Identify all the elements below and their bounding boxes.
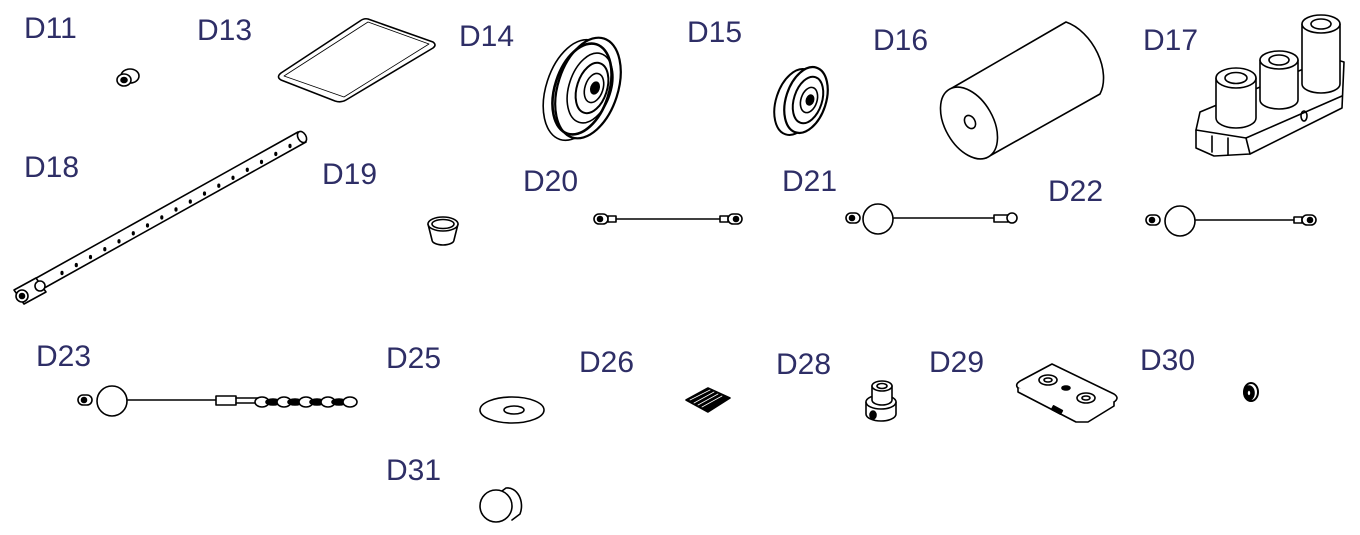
part-d17-block bbox=[1196, 15, 1344, 156]
bar-hole bbox=[202, 191, 207, 196]
part-d14-large-pulley bbox=[531, 29, 632, 148]
label-d17: D17 bbox=[1143, 24, 1199, 57]
bar-hole bbox=[188, 199, 192, 204]
label-d16: D16 bbox=[873, 24, 929, 57]
label-d29: D29 bbox=[929, 346, 985, 379]
part-d21-cable-ball bbox=[846, 204, 1017, 234]
bar-hole bbox=[88, 254, 93, 260]
bar-hole bbox=[217, 183, 221, 188]
chain-link bbox=[343, 397, 357, 407]
part-d26-pad bbox=[686, 388, 730, 412]
label-d25: D25 bbox=[386, 342, 442, 375]
bar-hole bbox=[288, 143, 292, 149]
bar-hole bbox=[231, 175, 235, 180]
part-d30-grommet bbox=[1244, 383, 1258, 401]
bar-hole bbox=[117, 239, 121, 244]
label-d19: D19 bbox=[322, 158, 378, 191]
label-d18: D18 bbox=[24, 151, 80, 184]
part-d13-plate bbox=[279, 19, 436, 102]
bar-hole bbox=[160, 215, 164, 220]
label-d31: D31 bbox=[386, 454, 442, 487]
label-d22: D22 bbox=[1048, 175, 1104, 208]
part-d23-cable-chain bbox=[78, 386, 357, 416]
label-d11: D11 bbox=[24, 12, 77, 45]
part-d22-cable-ball bbox=[1146, 206, 1316, 236]
label-d20: D20 bbox=[523, 165, 579, 198]
bar-hole bbox=[259, 159, 264, 165]
part-d29-plate bbox=[1017, 364, 1117, 422]
part-d31-cap bbox=[480, 488, 521, 522]
bar-hole bbox=[74, 262, 78, 268]
bar-hole bbox=[131, 231, 135, 236]
bar-hole bbox=[174, 207, 178, 212]
part-d28-collar bbox=[866, 381, 896, 421]
label-d30: D30 bbox=[1140, 344, 1196, 377]
part-d11-bushing bbox=[117, 69, 139, 86]
label-d26: D26 bbox=[579, 346, 635, 379]
label-d28: D28 bbox=[776, 348, 832, 381]
part-d16-cylinder bbox=[929, 22, 1104, 169]
label-d15: D15 bbox=[687, 16, 743, 49]
part-d18-perforated-bar bbox=[14, 130, 308, 304]
bar-hole bbox=[60, 270, 64, 276]
bar-hole bbox=[245, 167, 249, 172]
label-d14: D14 bbox=[459, 20, 515, 53]
part-d15-small-pulley bbox=[766, 61, 835, 140]
label-d23: D23 bbox=[36, 340, 92, 373]
part-d20-cable bbox=[594, 214, 742, 224]
bar-hole bbox=[103, 247, 107, 252]
part-d19-cup bbox=[428, 217, 458, 245]
label-d13: D13 bbox=[197, 14, 253, 47]
bar-hole bbox=[274, 151, 278, 157]
part-d25-washer bbox=[480, 397, 544, 423]
label-d21: D21 bbox=[782, 165, 838, 198]
bar-hole bbox=[145, 223, 150, 228]
